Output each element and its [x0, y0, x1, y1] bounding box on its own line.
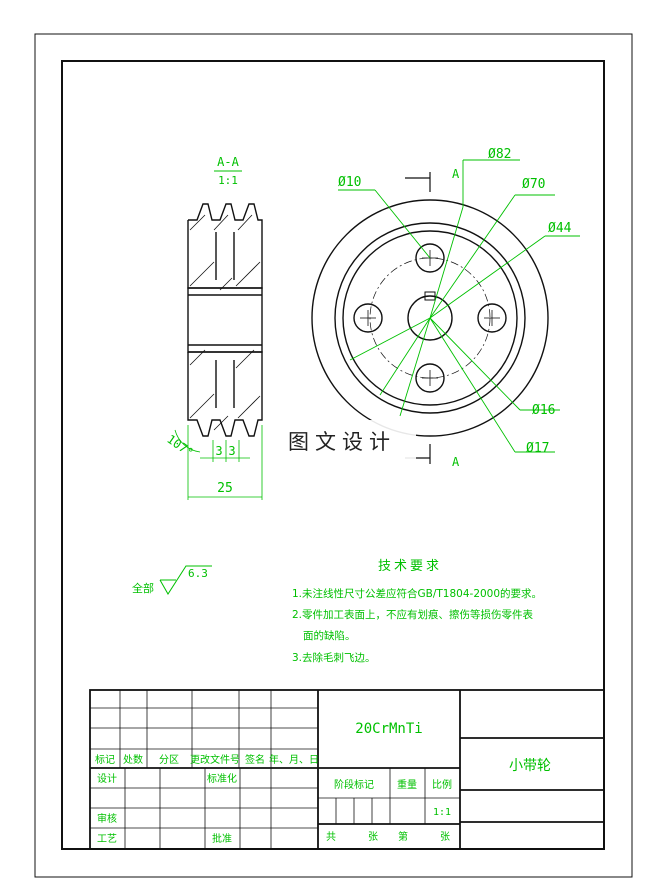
check-label: 审核	[97, 812, 117, 825]
tech-item-3: 3.去除毛刺飞边。	[292, 651, 376, 664]
view-marker-bottom: A	[452, 455, 460, 469]
section-label: A-A	[217, 155, 239, 169]
title-block-text: 20CrMnTi 小带轮 标记 处数 分区 更改文件号 签名 年、月、日 设计 …	[95, 721, 551, 845]
dim-d16: Ø16	[532, 403, 555, 418]
outer-rim-circle	[311, 199, 549, 437]
stage-mark-label: 阶段标记	[334, 778, 374, 791]
dim-d10: Ø10	[338, 175, 361, 190]
tech-item-1: 1.未注线性尺寸公差应符合GB/T1804-2000的要求。	[292, 587, 542, 600]
groove-dim-a: 3	[215, 444, 222, 458]
roughness-note: 全部 6.3	[132, 565, 212, 595]
watermark: 图文设计	[268, 420, 416, 460]
watermark-text: 图文设计	[288, 430, 396, 454]
total-label: 共	[326, 831, 336, 843]
hdr-count: 处数	[123, 753, 143, 766]
roughness-value: 6.3	[188, 567, 208, 580]
section-view: A-A 1:1	[164, 155, 263, 500]
hdr-change-doc: 更改文件号	[190, 753, 240, 766]
groove-dim-b: 3	[228, 444, 235, 458]
approve-label: 批准	[212, 832, 232, 845]
sheets2-label: 张	[440, 831, 450, 843]
hdr-zone: 分区	[159, 754, 179, 766]
view-marker-top: A	[452, 167, 460, 181]
material: 20CrMnTi	[355, 721, 422, 737]
sheets-label: 张	[368, 831, 378, 843]
tech-item-2b: 面的缺陷。	[303, 629, 356, 642]
tech-requirements: 技术要求 1.未注线性尺寸公差应符合GB/T1804-2000的要求。 2.零件…	[292, 559, 542, 664]
weight-label: 重量	[397, 778, 417, 791]
hdr-mark: 标记	[95, 754, 115, 766]
standardize-label: 标准化	[207, 772, 237, 785]
ratio-label: 比例	[432, 778, 452, 791]
ratio-value: 1:1	[433, 807, 451, 818]
dim-d82: Ø82	[488, 147, 511, 162]
tech-item-2: 2.零件加工表面上，不应有划痕、擦伤等损伤零件表	[292, 608, 534, 621]
angle-dim: 107°	[164, 432, 196, 460]
tech-title: 技术要求	[378, 559, 442, 574]
sheet-no-label: 第	[398, 830, 408, 843]
dim-d44: Ø44	[548, 221, 572, 236]
process-label: 工艺	[97, 833, 117, 845]
section-scale: 1:1	[218, 174, 238, 187]
hdr-sign: 签名	[245, 753, 265, 766]
outer-frame	[34, 33, 633, 878]
design-label: 设计	[97, 772, 117, 785]
dim-d17: Ø17	[526, 441, 549, 456]
part-name: 小带轮	[509, 758, 551, 774]
hdr-date: 年、月、日	[269, 753, 319, 766]
roughness-label: 全部	[132, 581, 154, 595]
title-block	[89, 689, 605, 850]
width-dim: 25	[217, 481, 233, 496]
front-view: A A Ø82 Ø70 Ø44 Ø10 Ø16 Ø17	[311, 147, 580, 469]
dim-d70: Ø70	[522, 177, 545, 192]
